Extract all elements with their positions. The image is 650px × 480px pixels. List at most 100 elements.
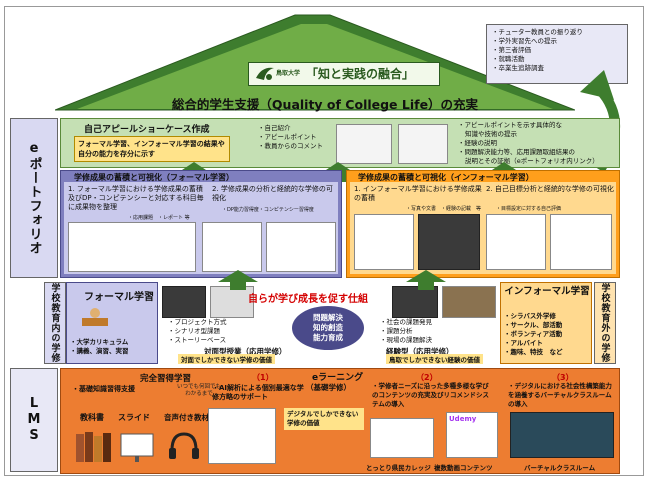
center-oval-item: 能力育成 <box>313 333 343 342</box>
lms-num3-cap: バーチャルクラスルーム <box>524 464 596 472</box>
informal-accumulation-title: 学修成果の蓄積と可視化（インフォーマル学習） <box>358 173 534 182</box>
classroom-photo <box>162 286 206 318</box>
informal-learning-item: ・シラバス外学修 <box>504 312 556 320</box>
informal-learning-panel <box>500 282 592 364</box>
right-approach-item: ・課題分析 <box>380 327 413 335</box>
lms-elearning-sub: （基礎学修） <box>306 383 351 392</box>
top-right-item: ・チューター教員との振り返り <box>492 28 583 36</box>
classroom-photo-2 <box>210 286 254 318</box>
showcase-mid-item: ・アピールポイント <box>258 133 317 141</box>
lms-anytime: いつでも何回でもわかるまで <box>176 384 221 397</box>
motto: 「知と実践の融合」 <box>306 67 415 81</box>
roof-banner <box>248 62 440 86</box>
formal-learning-title: フォーマル学習 <box>84 292 154 303</box>
university-logo-icon <box>254 64 276 84</box>
eportfolio-side-label: eポートフォリオ <box>10 118 58 278</box>
lms-num2-cap1: とっとり県民カレッジ <box>366 464 431 472</box>
formal-chart-screenshot-3 <box>266 222 336 272</box>
center-title: 自らが学び成長を促す仕組 <box>248 294 368 305</box>
lms-tool-slide: スライド <box>118 413 150 422</box>
left-approach-type: 対面型授業（応用学修） <box>204 347 287 356</box>
virtual-classroom-screenshot <box>510 412 614 458</box>
up-arrow-icon <box>406 270 446 290</box>
right-approach-list: ・社会の課題発見 ・課題分析 ・現場の課題解決 <box>380 318 432 345</box>
book-icon <box>74 428 114 464</box>
field-photo <box>392 286 438 318</box>
formal-accumulation-title: 学修成果の蓄積と可視化（フォーマル学習） <box>74 173 234 182</box>
formal-chart-screenshot <box>68 222 196 272</box>
lms-tool-textbook: 教科書 <box>80 413 104 422</box>
showcase-mid-list: ・自己紹介 ・アピールポイント ・教員からのコメント <box>258 124 323 151</box>
showcase-right-item: ・問題解決能力等、応用課題取組結果の <box>458 148 575 156</box>
left-approach-item: ・プロジェクト方式 <box>168 318 227 326</box>
showcase-right-item: 知識や技術の提示 <box>465 130 517 138</box>
formal-learning-item: ・講義、演習、実習 <box>70 347 129 355</box>
udemy-logo: Udemy <box>446 412 498 458</box>
informal-learning-item: ・サークル、部活動 <box>504 321 563 329</box>
formal-item1: 1. フォーマル学習における学修成果の蓄積及びDP・コンピテンシーと対応する科目… <box>68 185 204 211</box>
showcase-right-item: ・経験の説明 <box>458 139 497 147</box>
lms-tool-audio: 音声付き教材 <box>164 413 209 422</box>
informal-learning-item: ・ボランティア活動 <box>504 330 563 338</box>
lms-basic-support: ・基礎知識習得支援 <box>72 385 135 393</box>
formal-chart-screenshot-2 <box>202 222 262 272</box>
informal-learning-list: ・シラバス外学修 ・サークル、部活動 ・ボランティア活動 ・アルバイト ・趣味、… <box>504 312 563 357</box>
lms-mastery-title: 完全習得学習 <box>140 374 192 384</box>
logo-text: 鳥取大学 <box>276 70 301 77</box>
headset-icon <box>166 428 202 464</box>
udemy-logo-text: Udemy <box>449 415 477 423</box>
lms-digital-value: デジタルでしかできない学修の価値 <box>284 408 364 430</box>
informal-radar-chart <box>486 214 546 270</box>
formal-learning-image <box>80 306 110 328</box>
left-approach-item: ・ストーリーベース <box>168 336 227 344</box>
lms-side-label: LMS <box>10 368 58 472</box>
top-right-item: ・就職活動 <box>492 55 525 63</box>
informal-item1: 1. インフォーマル学習における学修成果の蓄積 <box>354 185 482 202</box>
showcase-right-item: 説明とその証拠（eポートフォリオ内リンク） <box>465 157 599 165</box>
showcase-right-list: ・アピールポイントを示す具体的な 知識や技術の提示 ・経験の説明 ・問題解決能力… <box>458 121 599 166</box>
center-oval-item: 問題解決 <box>313 313 343 322</box>
left-approach-list: ・プロジェクト方式 ・シナリオ型課題 ・ストーリーベース <box>168 318 227 345</box>
ai-screenshot <box>208 408 276 464</box>
slide-icon <box>118 428 156 464</box>
informal-item1-sub: ・写真や文書 ・経験の記載 等 <box>406 206 482 212</box>
formal-item2-sub: ・DP能力習得度・コンピテンシー習得度 <box>222 207 314 213</box>
lms-num2-text: ・学修者ニーズに沿った多種多様な学びのコンテンツの充実及びリコメンドシステムの導… <box>372 382 489 408</box>
lms-num2-cap2: 複数動画コンテンツ <box>434 464 493 472</box>
field-photo-2 <box>442 286 496 318</box>
lms-num2: （2） <box>416 373 438 382</box>
lms-elearning-title: eラーニング <box>312 373 364 383</box>
extra-side-label: 学校教育外の学修 <box>594 282 616 364</box>
showcase-screenshot-2 <box>398 124 448 164</box>
roof-title: 総合的学生支援（Quality of College Life）の充実 <box>171 97 479 112</box>
formal-item1-sub: ・応用課題 ・レポート 等 <box>128 215 190 221</box>
informal-learning-item: ・趣味、特技 など <box>504 348 563 356</box>
informal-bar-chart <box>550 214 612 270</box>
formal-learning-panel <box>66 282 158 364</box>
showcase-mid-item: ・教員からのコメント <box>258 142 323 150</box>
top-right-box: ・チューター教員との振り返り ・学外実習先への提示 ・第三者評価 ・就職活動 ・… <box>486 24 628 84</box>
formal-learning-item: ・大学カリキュラム <box>70 338 129 346</box>
showcase-highlight: フォーマル学習、インフォーマル学習の結果や自分の能力を存分に示す <box>74 136 230 162</box>
formal-item2: 2. 学修成果の分析と経統的な学修の可視化 <box>212 185 333 202</box>
right-approach-value: 鳥取でしかできない経験の価値 <box>386 354 483 364</box>
lms-num1-text: ・AI解析による個別最適な学修方略のサポート <box>212 384 304 401</box>
top-right-item: ・学外実習先への提示 <box>492 37 557 45</box>
right-approach-type: 経験型（応用学修） <box>386 347 454 356</box>
informal-learning-item: ・アルバイト <box>504 339 543 347</box>
informal-item2: 2. 自己目標分析と経統的な学修の可視化 <box>486 185 614 193</box>
informal-item2-sub: ・目標設定に対する自己評価 <box>496 206 562 212</box>
informal-photo <box>418 214 480 270</box>
showcase-mid-item: ・自己紹介 <box>258 124 291 132</box>
top-right-item: ・卒業生追跡調査 <box>492 64 544 72</box>
left-approach-value: 対面でしかできない学修の価値 <box>178 354 275 364</box>
right-approach-item: ・社会の課題発見 <box>380 318 432 326</box>
right-approach-item: ・現場の課題解決 <box>380 336 432 344</box>
top-right-item: ・第三者評価 <box>492 46 531 54</box>
informal-screenshot <box>354 214 414 270</box>
college-screenshot <box>370 418 434 458</box>
informal-learning-title: インフォーマル学習 <box>504 286 590 297</box>
formal-learning-list: ・大学カリキュラム ・講義、演習、実習 <box>70 338 129 356</box>
left-approach-item: ・シナリオ型課題 <box>168 327 220 335</box>
lms-num3: （3） <box>552 373 574 382</box>
